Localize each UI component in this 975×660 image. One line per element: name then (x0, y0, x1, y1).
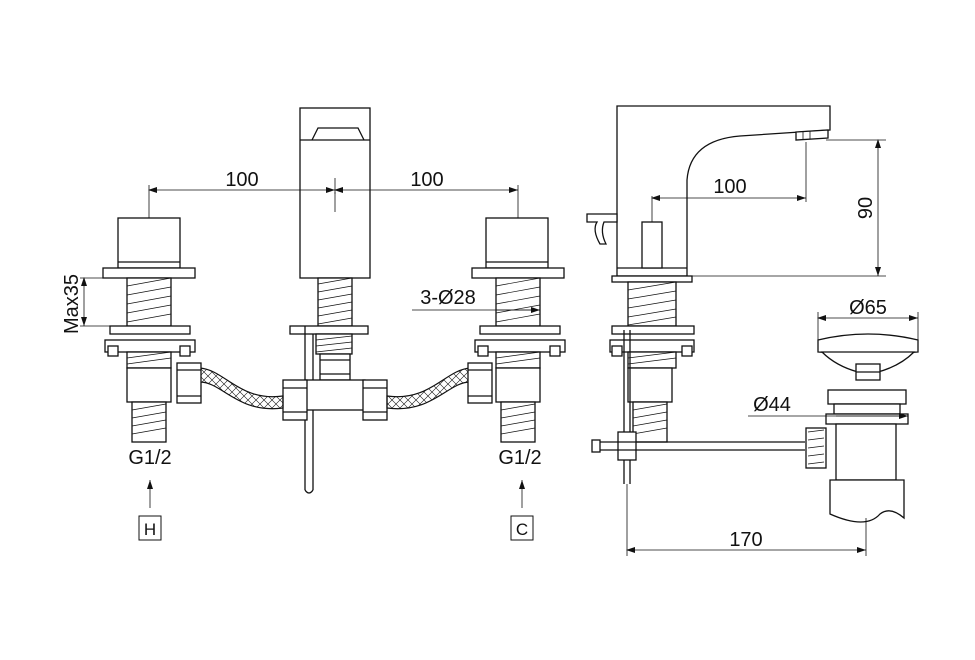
right-valve (467, 217, 566, 443)
left-braided-hose (199, 367, 284, 410)
reach-label: 100 (713, 176, 746, 198)
waste-assembly (805, 333, 919, 523)
right-spacing-label: 100 (410, 169, 443, 191)
right-inlet-label: G1/2 (498, 447, 541, 469)
side-spout (616, 105, 831, 277)
cold-marker-box (510, 515, 534, 541)
left-inlet-label: G1/2 (128, 447, 171, 469)
front-spacing-dimension (148, 178, 519, 218)
waste-top-label: Ø65 (849, 297, 887, 319)
right-braided-hose (386, 367, 471, 410)
height-label: 90 (855, 197, 877, 219)
left-spacing-label: 100 (225, 169, 258, 191)
tee-connector (282, 379, 388, 421)
hot-marker: H (144, 520, 156, 539)
pop-up-length-dimension (626, 484, 867, 556)
max-deck-label: Max35 (61, 274, 83, 334)
side-view: 100 90 Ø65 Ø44 170 (586, 105, 919, 556)
height-dimension (692, 139, 886, 277)
left-valve (102, 217, 202, 443)
waste-body-label: Ø44 (753, 394, 791, 416)
hole-dia-label: 3-Ø28 (420, 287, 476, 309)
max-deck-dimension (80, 277, 127, 327)
reach-dimension (651, 142, 807, 222)
front-view: 100 100 Max35 3-Ø28 G1/2 H G1/2 C (61, 107, 566, 541)
waste-top-dimension (817, 312, 919, 340)
cold-marker: C (516, 520, 528, 539)
pop-up-length-label: 170 (729, 529, 762, 551)
central-spout (289, 107, 371, 494)
hot-marker-box (138, 515, 162, 541)
